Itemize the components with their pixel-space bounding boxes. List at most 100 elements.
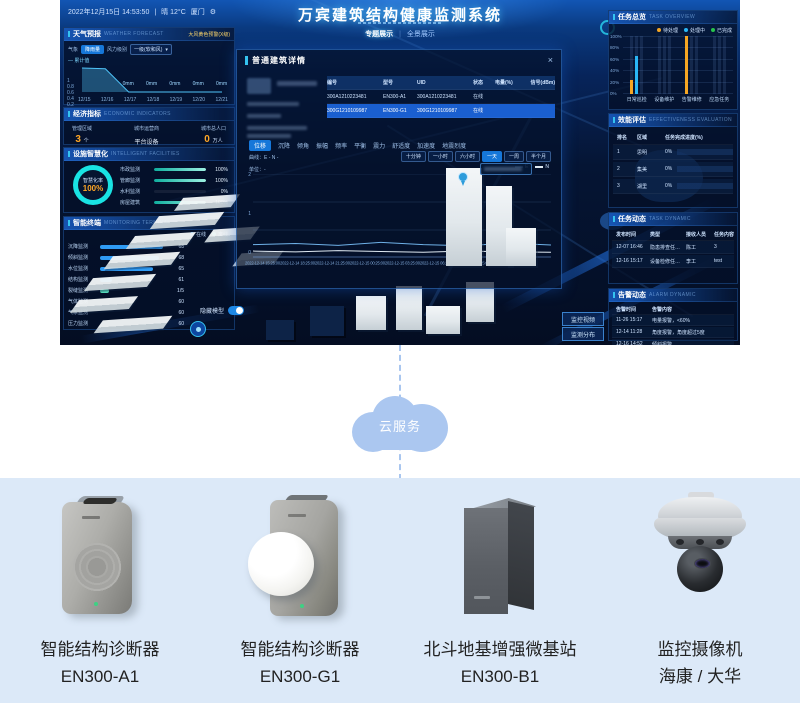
table-cell: EN300-G1: [383, 107, 407, 114]
table-cell: 12-14 11:28: [616, 329, 643, 335]
table-cell: 接收人员: [686, 231, 707, 238]
table-cell: 信号(dBm): [530, 80, 555, 86]
surveillance-video-button[interactable]: 监控视频: [562, 312, 604, 326]
wind-level-select[interactable]: 一级(软和风) ▾: [130, 44, 172, 55]
view-tab[interactable]: 全景展示: [406, 31, 435, 38]
xtick: 2022-12-15 06:25:00: [419, 261, 455, 266]
separator: |: [154, 8, 157, 16]
bar-label: 市政监测: [120, 167, 141, 173]
metric-tab[interactable]: 振幅: [316, 144, 329, 150]
product-en300-b1: 北斗地基增强微基站 EN300-B1: [400, 478, 600, 703]
time-range-button[interactable]: 半个月: [525, 151, 551, 162]
bar-group: [657, 36, 671, 94]
bar-track: [154, 168, 206, 171]
time-range-button[interactable]: 一小时: [427, 151, 453, 162]
product-name: 智能结构诊断器: [240, 640, 360, 659]
title-divider: [358, 22, 442, 24]
building-field-redacted: [247, 114, 281, 118]
city-text: 厦门: [190, 9, 205, 16]
category-label: 日常巡检: [626, 97, 647, 103]
stat-number: 平台设备: [134, 140, 159, 146]
metric-tab[interactable]: 震力: [373, 144, 386, 150]
header-accent: [613, 292, 615, 298]
metric-tab[interactable]: 舒适度: [392, 144, 411, 150]
weather-controls: 气象 降雨量 风力级别 一级(软和风) ▾: [64, 41, 234, 56]
category-label: 设备维护: [654, 97, 675, 103]
close-icon[interactable]: ×: [547, 55, 553, 65]
metric-tab[interactable]: 频率: [335, 144, 348, 150]
tab-separator: |: [399, 30, 401, 38]
gear-icon[interactable]: ⚙: [209, 9, 217, 16]
monitor-distribution-button[interactable]: 监测分布: [562, 327, 604, 341]
panoramic-lens: [676, 539, 684, 545]
table-cell: 发布时间: [616, 231, 637, 238]
metric-tab[interactable]: 位移: [249, 140, 272, 151]
bar-groups: [623, 36, 733, 94]
bar-value: 60: [178, 320, 184, 327]
legend-item: 已完成: [710, 27, 732, 34]
table-cell: 类型: [650, 231, 661, 238]
stat-value: 0 万人: [201, 134, 226, 145]
view-tab[interactable]: 专题展示: [365, 31, 394, 38]
product-model: EN300-A1: [60, 667, 140, 686]
time-range-button[interactable]: 六小时: [454, 151, 480, 162]
product-name: 北斗地基增强微基站: [423, 640, 577, 659]
bar-label: 房屋建筑: [120, 200, 141, 206]
hide-model-toggle-row: 隐藏模型: [200, 306, 245, 315]
legend-label: N: [545, 164, 549, 170]
table-cell: 陈工: [686, 244, 697, 251]
xtick: 12/19: [169, 97, 183, 103]
table-cell: 倾斜报警: [652, 341, 673, 346]
panel-title: 任务总览: [618, 14, 646, 21]
table-cell: 型号: [383, 80, 394, 86]
brand-logo: [288, 514, 306, 517]
table-cell: UID: [417, 79, 426, 86]
table-cell: 隐患排查任…: [650, 244, 681, 251]
metric-tabs: 位移沉降倾角振幅频率平衡震力舒适度加速度地震烈度: [249, 140, 466, 151]
status-bar: 2022年12月15日 14:53:50 | 晴 12°C 厦门 ⚙: [68, 7, 216, 17]
task-bar-chart: 100%80%60%40%20%0%: [610, 34, 733, 96]
bar-label: 裂缝监测: [68, 288, 89, 294]
brand-logo: [474, 596, 490, 599]
ptz-dome: [677, 546, 723, 592]
page-title: 万宾建筑结构健康监测系统: [297, 7, 502, 24]
bar-label: 结构监测: [68, 277, 89, 283]
building-info-box: [247, 78, 321, 150]
table-cell: 湖里: [637, 183, 648, 190]
device-en300-b1-image: [430, 488, 570, 636]
hide-model-toggle[interactable]: [228, 306, 245, 315]
legend-item: 待处理: [656, 27, 678, 34]
sensor-rings: [72, 542, 122, 592]
metric-tab[interactable]: 平衡: [354, 144, 367, 150]
map-pin-icon[interactable]: [458, 172, 468, 186]
ytick: 0.4: [67, 96, 74, 102]
xtick: 12/17: [123, 97, 137, 103]
metric-tab[interactable]: 倾角: [297, 144, 310, 150]
metric-tab[interactable]: 地震烈度: [442, 144, 467, 150]
time-range-button[interactable]: 一周: [503, 151, 524, 162]
ytick: 1: [67, 78, 70, 84]
legend-dot: [683, 28, 688, 32]
weather-point-label: 0mm: [146, 81, 158, 87]
time-range-button[interactable]: 一天: [481, 151, 502, 162]
panel-title: 任务动态: [618, 216, 646, 223]
panel-title: 智能终端: [73, 220, 101, 227]
time-range-button[interactable]: 十分钟: [400, 151, 426, 162]
metric-tab[interactable]: 沉降: [278, 144, 291, 150]
legend-item: N: [535, 164, 549, 170]
eye-button[interactable]: [190, 321, 206, 337]
metric-tab[interactable]: 加速度: [417, 144, 436, 150]
table-cell: 300G1210109987: [327, 107, 368, 114]
task-overview-panel: 任务总览 TASK OVERVIEW 待处理处理中已完成 100%80%60%4…: [608, 10, 738, 110]
xtick: 2022-12-15 00:25:00: [349, 261, 385, 266]
bar-label: 气象监测: [68, 310, 89, 316]
rainfall-chip[interactable]: 降雨量: [81, 45, 105, 54]
